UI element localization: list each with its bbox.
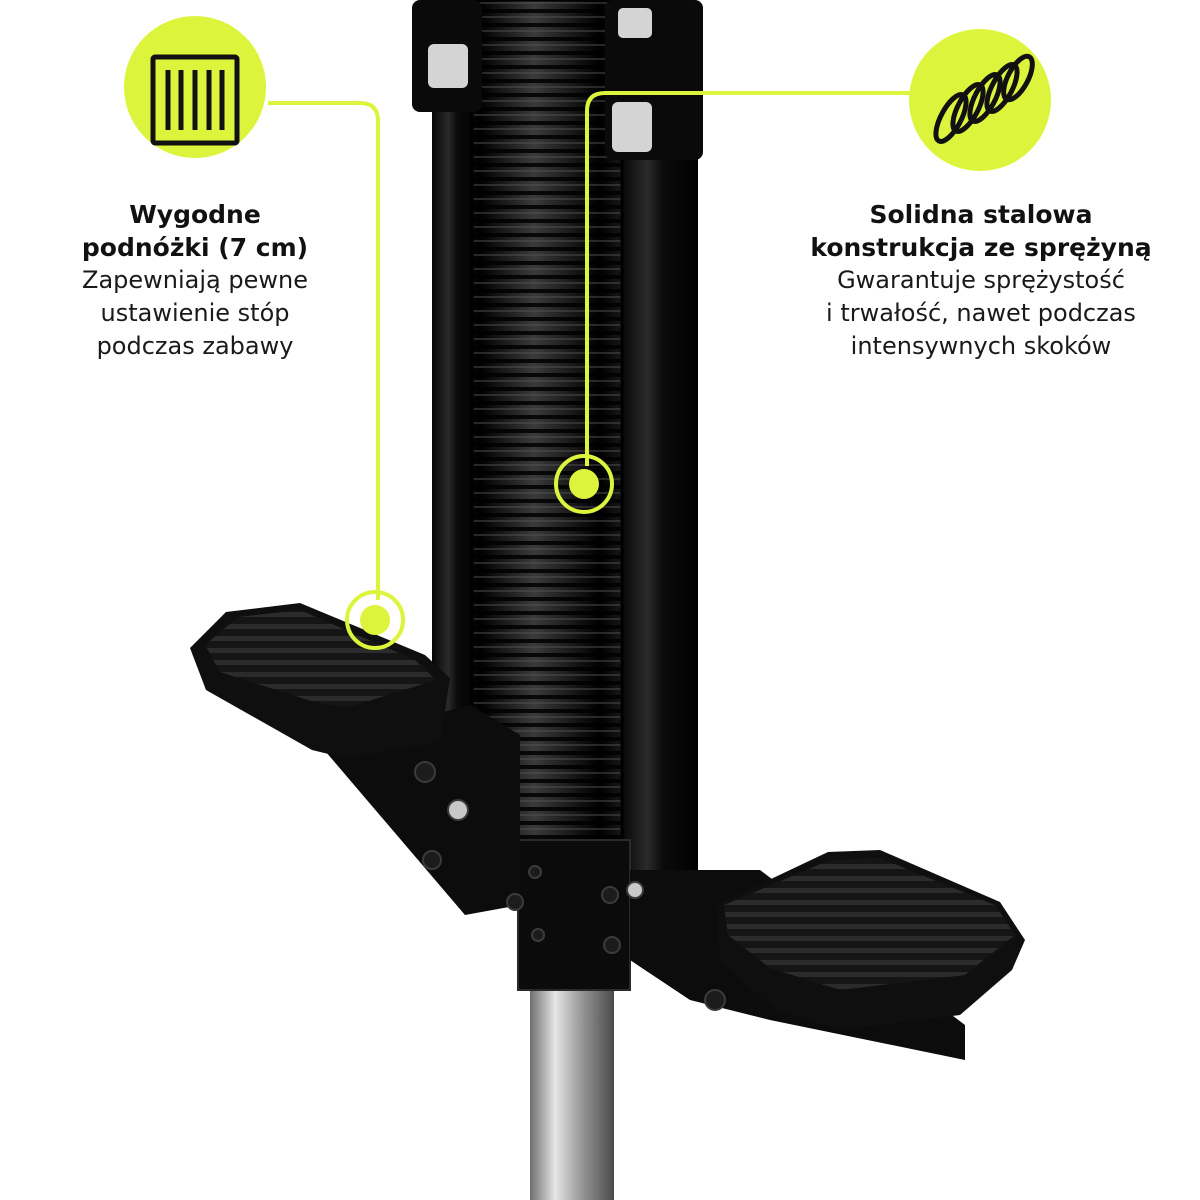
spring-coil-icon bbox=[909, 29, 1051, 171]
left-callout-line bbox=[268, 101, 380, 600]
footrest-callout-desc-line-2: ustawienie stóp bbox=[100, 299, 290, 327]
spring-column bbox=[472, 0, 622, 860]
footrest-grip-icon bbox=[124, 16, 266, 158]
rivets bbox=[414, 761, 726, 1011]
left-footrest-bracket bbox=[320, 705, 520, 915]
steel-rod bbox=[530, 960, 614, 1200]
right-callout-line bbox=[585, 91, 910, 466]
footrest-callout-desc-line-1: Zapewniają pewne bbox=[82, 266, 308, 294]
footrest-callout-title-line-2: podnóżki (7 cm) bbox=[81, 233, 309, 262]
spring-callout-desc-line-3: intensywnych skoków bbox=[850, 332, 1112, 360]
spring-callout-desc-line-1: Gwarantuje sprężystość bbox=[837, 266, 1125, 294]
footrest-callout-title-line-1: Wygodne bbox=[129, 200, 261, 229]
left-target-marker bbox=[345, 590, 405, 650]
spring-callout-title-line-1: Solidna stalowa bbox=[869, 200, 1093, 229]
spring-callout-desc-line-2: i trwałość, nawet podczas bbox=[826, 299, 1136, 327]
bottom-collar bbox=[518, 840, 630, 990]
right-frame-tube bbox=[620, 150, 698, 890]
right-target-marker bbox=[554, 454, 614, 514]
footrest-callout-desc-line-3: podczas zabawy bbox=[96, 332, 294, 360]
spring-callout: Solidna stalowa konstrukcja ze sprężyną … bbox=[772, 198, 1190, 363]
footrest-callout: Wygodne podnóżki (7 cm) Zapewniają pewne… bbox=[30, 198, 360, 363]
spring-callout-title-line-2: konstrukcja ze sprężyną bbox=[810, 233, 1152, 262]
